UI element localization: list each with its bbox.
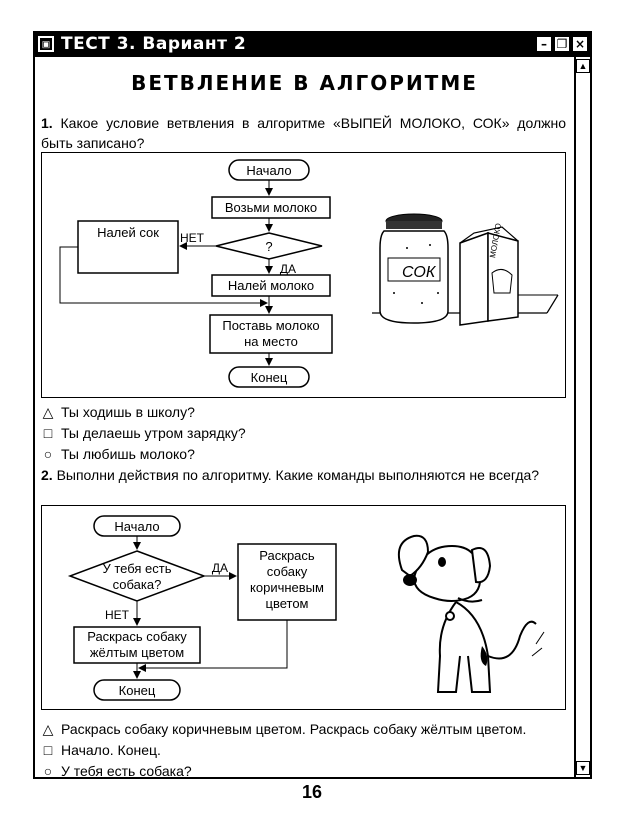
q2-yes-action-line4: цветом — [266, 596, 309, 611]
question-2-text: Выполни действия по алгоритму. Какие ком… — [56, 467, 540, 483]
page-title: ВЕТВЛЕНИЕ В АЛГОРИТМЕ — [131, 71, 478, 95]
test-window: ▣ ТЕСТ 3. Вариант 2 – ❐ × ▲ ▼ ВЕТВЛЕНИЕ … — [33, 31, 592, 779]
question-1-figure: Начало Возьми молоко ? НЕТ Налей сок ДА — [41, 152, 566, 398]
q2-no-action-line1: Раскрась собаку — [87, 629, 187, 644]
q1-step-put-back — [209, 314, 333, 354]
q2-no-action-line2: жёлтым цветом — [90, 645, 184, 660]
q2-answer-2[interactable]: □ Начало. Конец. — [41, 740, 161, 760]
question-2-figure: Начало У тебя есть собака? ДА Раскрась с… — [41, 505, 566, 710]
q2-yes-label: ДА — [212, 561, 228, 575]
restore-button[interactable]: ❐ — [554, 36, 570, 52]
q2-answer-2-text: Начало. Конец. — [61, 742, 161, 758]
square-icon: □ — [43, 425, 53, 441]
q1-answer-2[interactable]: □ Ты делаешь утром зарядку? — [41, 423, 246, 443]
q1-end-label: Конец — [251, 370, 288, 385]
juice-and-milk-illustration: СОК МОЛОКО — [372, 213, 559, 326]
q2-end-terminal — [93, 679, 181, 701]
q1-step-take-milk-label: Возьми молоко — [225, 200, 317, 215]
q2-end-label: Конец — [119, 683, 156, 698]
q1-start-label: Начало — [246, 163, 291, 178]
q1-answer-2-text: Ты делаешь утром зарядку? — [61, 425, 246, 441]
q2-condition-line2: собака? — [113, 577, 162, 592]
q1-answer-1[interactable]: △ Ты ходишь в школу? — [41, 402, 195, 422]
question-2-flowchart: Начало У тебя есть собака? ДА Раскрась с… — [67, 515, 545, 701]
minimize-button[interactable]: – — [536, 36, 552, 52]
circle-icon: ○ — [43, 763, 53, 779]
circle-icon: ○ — [43, 446, 53, 462]
question-1-flowchart: Начало Возьми молоко ? НЕТ Налей сок ДА — [59, 159, 559, 388]
q2-yes-action-line2: собаку — [267, 564, 308, 579]
q1-step-take-milk — [211, 196, 331, 219]
question-1: 1. Какое условие ветвления в алгоритме «… — [41, 113, 566, 153]
triangle-icon: △ — [42, 404, 54, 420]
q1-condition-label: ? — [265, 239, 272, 254]
question-2-number: 2. — [41, 467, 53, 483]
title-bar: ▣ ТЕСТ 3. Вариант 2 – ❐ × — [35, 33, 590, 57]
q1-yes-label: ДА — [280, 262, 296, 276]
q2-condition-line1: У тебя есть — [102, 561, 171, 576]
q2-yes-action-line3: коричневым — [250, 580, 324, 595]
q2-no-label: НЕТ — [105, 608, 130, 622]
q1-yes-action-label: Налей молоко — [228, 278, 314, 293]
q2-condition-diamond — [67, 550, 207, 602]
scroll-down-arrow-icon[interactable]: ▼ — [576, 761, 590, 775]
test-content: ВЕТВЛЕНИЕ В АЛГОРИТМЕ 1. Какое условие в… — [35, 57, 574, 779]
q1-answer-1-text: Ты ходишь в школу? — [61, 404, 195, 420]
window-controls: – ❐ × — [536, 36, 588, 52]
scroll-up-arrow-icon[interactable]: ▲ — [576, 59, 590, 73]
vertical-scrollbar[interactable]: ▲ ▼ — [574, 57, 590, 777]
app-icon: ▣ — [38, 36, 54, 52]
q2-answer-3-text: У тебя есть собака? — [61, 763, 192, 779]
dog-illustration — [398, 534, 545, 693]
q2-answer-1[interactable]: △ Раскрась собаку коричневым цветом. Раск… — [41, 719, 527, 739]
scroll-track[interactable] — [576, 75, 590, 759]
q2-answer-1-text: Раскрась собаку коричневым цветом. Раскр… — [61, 721, 527, 737]
close-button[interactable]: × — [572, 36, 588, 52]
q1-end-terminal — [228, 366, 310, 388]
question-2: 2. Выполни действия по алгоритму. Какие … — [41, 465, 566, 485]
q1-no-label: НЕТ — [180, 231, 205, 245]
jar-label: СОК — [402, 264, 437, 281]
q1-no-action-box — [77, 220, 179, 274]
question-1-number: 1. — [41, 115, 53, 131]
window-title: ТЕСТ 3. Вариант 2 — [61, 34, 247, 54]
q1-answer-3[interactable]: ○ Ты любишь молоко? — [41, 444, 195, 464]
q1-step-put-back-line2: на место — [244, 334, 298, 349]
page-number: 16 — [301, 782, 323, 802]
triangle-icon: △ — [42, 721, 54, 737]
q1-yes-action-box — [211, 274, 331, 297]
q2-start-label: Начало — [114, 519, 159, 534]
question-1-text: Какое условие ветвления в алгоритме «ВЫП… — [41, 115, 567, 151]
q2-yes-action-line1: Раскрась — [259, 548, 315, 563]
square-icon: □ — [43, 742, 53, 758]
q1-no-action-label: Налей сок — [97, 225, 159, 240]
q2-answer-3[interactable]: ○ У тебя есть собака? — [41, 761, 192, 781]
q1-step-put-back-line1: Поставь молоко — [222, 318, 319, 333]
q1-answer-3-text: Ты любишь молоко? — [61, 446, 195, 462]
